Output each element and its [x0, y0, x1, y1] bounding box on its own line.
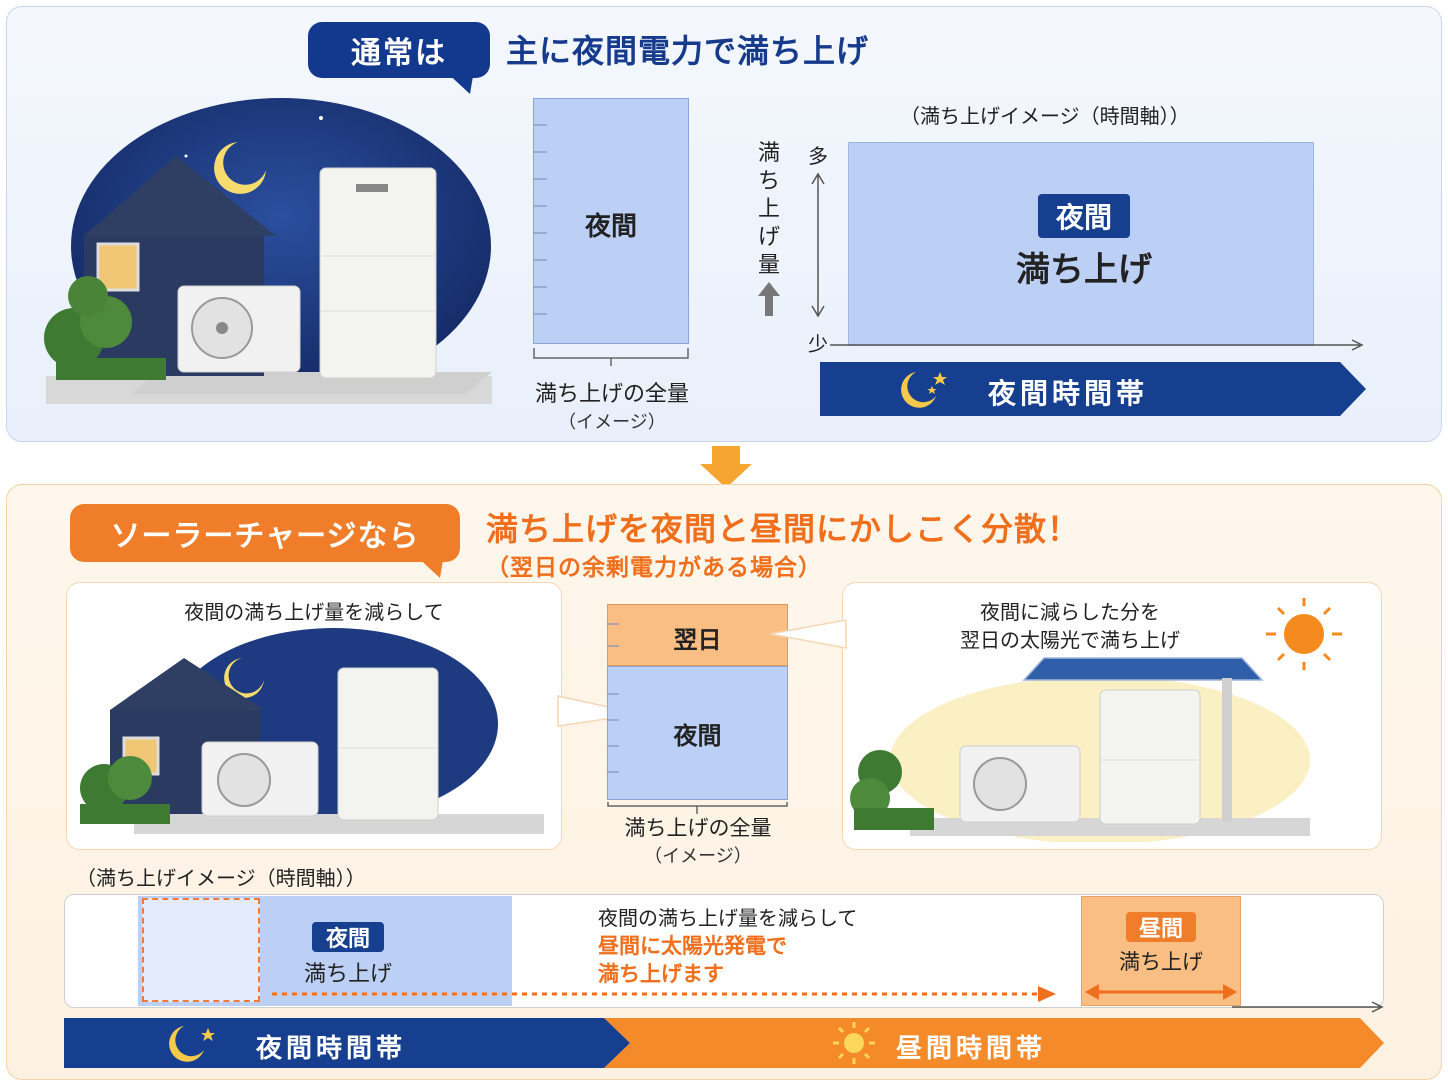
day-charge-tag: 昼間: [1126, 912, 1196, 942]
normal-total-label: 満ち上げの全量: [534, 382, 689, 407]
solar-panel-icon: [1022, 657, 1264, 681]
moon-icon: [214, 142, 266, 194]
fan-icon: [217, 753, 271, 807]
normal-total-sub: （イメージ）: [558, 412, 666, 433]
solar-timeline-caption: （満ち上げイメージ（時間軸））: [76, 866, 366, 890]
y-less: 少: [808, 332, 828, 356]
solar-card-caption-2: 翌日の太陽光で満ち上げ: [960, 628, 1180, 652]
normal-box-tag: 夜間: [1038, 194, 1130, 238]
normal-bar-label: 夜間: [584, 212, 637, 242]
moon-star-icon-2: [169, 1026, 215, 1062]
solar-subheading: （翌日の余剰電力がある場合）: [486, 555, 822, 581]
normal-total-bar: [533, 98, 689, 344]
shift-note-2: 昼間に太陽光発電で: [598, 934, 787, 958]
stack-next-day-label: 翌日: [673, 626, 722, 654]
night-house-illustration: [44, 98, 492, 404]
timeline-axis-arrow: [1232, 1001, 1384, 1013]
x-axis: [830, 339, 1364, 351]
shift-note-3: 満ち上げます: [598, 962, 724, 986]
solar-house-illustration: [850, 657, 1310, 842]
night-charge-tag: 夜間: [312, 922, 384, 952]
normal-bubble: 通常は: [308, 22, 490, 78]
bar-ticks: [533, 124, 547, 315]
normal-heading: 主に夜間電力で満ち上げ: [506, 32, 870, 70]
sun-small-icon: [833, 1022, 875, 1064]
night-card-caption: 夜間の満ち上げ量を減らして: [184, 600, 444, 624]
stack-ticks: [607, 623, 619, 773]
stack-next-day: [607, 604, 788, 666]
stack-night-label: 夜間: [673, 722, 722, 750]
sun-icon: [1266, 598, 1342, 670]
night-house-small-illustration: [80, 628, 544, 834]
normal-box-text: 満ち上げ: [1016, 250, 1152, 290]
solar-total-sub: （イメージ）: [644, 846, 752, 867]
reduced-night-portion: [142, 898, 260, 1002]
shift-arrow: [272, 986, 1056, 1002]
night-card-pointer: [557, 695, 641, 727]
day-width-arrow: [1085, 984, 1237, 1000]
normal-charge-box: [848, 142, 1314, 346]
solar-bubble-tail: [414, 554, 444, 578]
total-bracket: [533, 348, 689, 366]
moon-star-icon: [901, 372, 947, 408]
band-night-label: 夜間時間帯: [256, 1034, 407, 1064]
day-charge-text: 満ち上げ: [1119, 950, 1203, 974]
night-charge-text: 満ち上げ: [303, 962, 392, 987]
solar-total-label: 満ち上げの全量: [624, 816, 772, 840]
shift-note-1: 夜間の満ち上げ量を減らして: [598, 906, 858, 930]
normal-bubble-label: 通常は: [351, 36, 447, 71]
solar-bubble-label: ソーラーチャージなら: [110, 519, 420, 554]
solar-bubble: ソーラーチャージなら: [70, 504, 460, 562]
y-more: 多: [808, 144, 828, 168]
normal-timeline-caption: （満ち上げイメージ（時間軸））: [900, 104, 1190, 128]
solar-card-pointer: [769, 619, 847, 649]
night-band: [820, 362, 1366, 416]
normal-bubble-tail: [444, 70, 474, 94]
band-day-label: 昼間時間帯: [896, 1034, 1047, 1064]
down-arrow-icon: [700, 446, 752, 488]
y-axis-label: 満ち上げ量: [757, 141, 780, 278]
stack-night: [607, 666, 788, 800]
solar-heading: 満ち上げを夜間と昼間にかしこく分散！: [486, 510, 1081, 548]
fan-icon: [973, 757, 1027, 811]
day-charge-area: [1081, 896, 1241, 1006]
solar-card-caption-1: 夜間に減らした分を: [980, 600, 1160, 624]
up-arrow-icon: [758, 282, 780, 316]
night-band-label: 夜間時間帯: [988, 377, 1149, 410]
stack-bracket: [607, 802, 788, 814]
time-bands: [64, 1018, 1384, 1068]
y-range-arrow: [811, 172, 825, 318]
